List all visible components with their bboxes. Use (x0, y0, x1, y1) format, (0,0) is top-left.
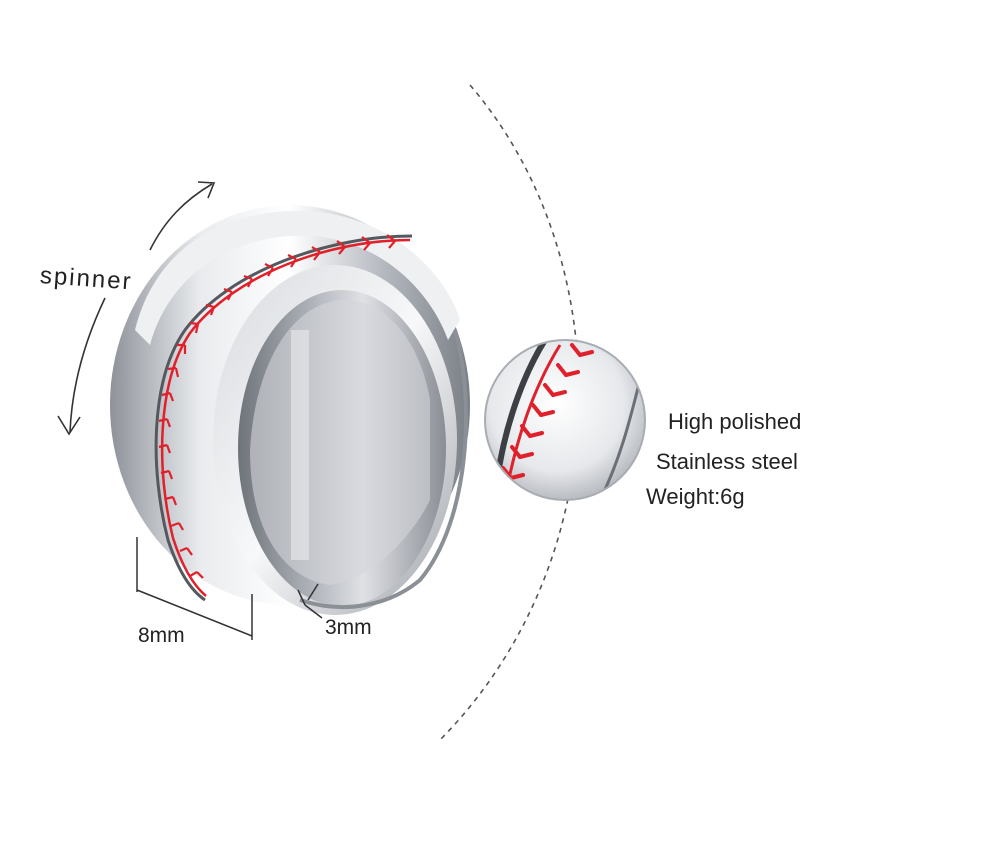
ring (110, 205, 470, 615)
rotate-arrow-up-icon (149, 183, 213, 251)
stitch-line (160, 238, 411, 597)
feature-weight: Weight:6g (646, 484, 745, 509)
zoom-detail (484, 339, 646, 501)
thickness-dimension (297, 583, 323, 619)
feature-finish: High polished (668, 409, 802, 434)
feature-material: Stainless steel (656, 449, 798, 474)
thickness-label: 3mm (325, 616, 372, 639)
width-label: 8mm (138, 624, 185, 647)
width-dimension (136, 537, 253, 640)
rotate-arrow-down-icon (69, 297, 106, 433)
